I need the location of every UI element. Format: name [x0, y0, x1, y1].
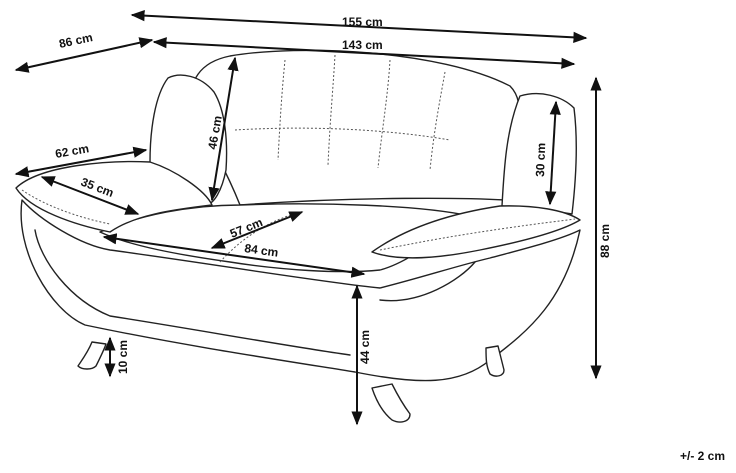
- backrest-height-label: 46 cm: [205, 115, 225, 151]
- total-depth-label: 86 cm: [58, 30, 94, 51]
- right-leg: [371, 383, 411, 423]
- seat-height-label: 44 cm: [358, 330, 372, 364]
- armrest-height-label: 30 cm: [533, 143, 548, 177]
- tolerance-note: +/- 2 cm: [680, 449, 725, 463]
- backrest: [189, 49, 520, 206]
- right-armrest: [371, 205, 581, 259]
- left-leg: [77, 341, 107, 370]
- sofa-drawing: [15, 49, 581, 423]
- seat-width-label: 143 cm: [342, 38, 383, 52]
- seat-inner-width-label: 84 cm: [244, 241, 280, 260]
- back-leg: [485, 345, 505, 377]
- dimension-lines: [14, 10, 602, 426]
- total-width-label: 155 cm: [342, 15, 383, 29]
- armrest-depth-label: 62 cm: [54, 141, 90, 161]
- total-height-label: 88 cm: [598, 224, 612, 258]
- leg-height-label: 10 cm: [116, 340, 130, 374]
